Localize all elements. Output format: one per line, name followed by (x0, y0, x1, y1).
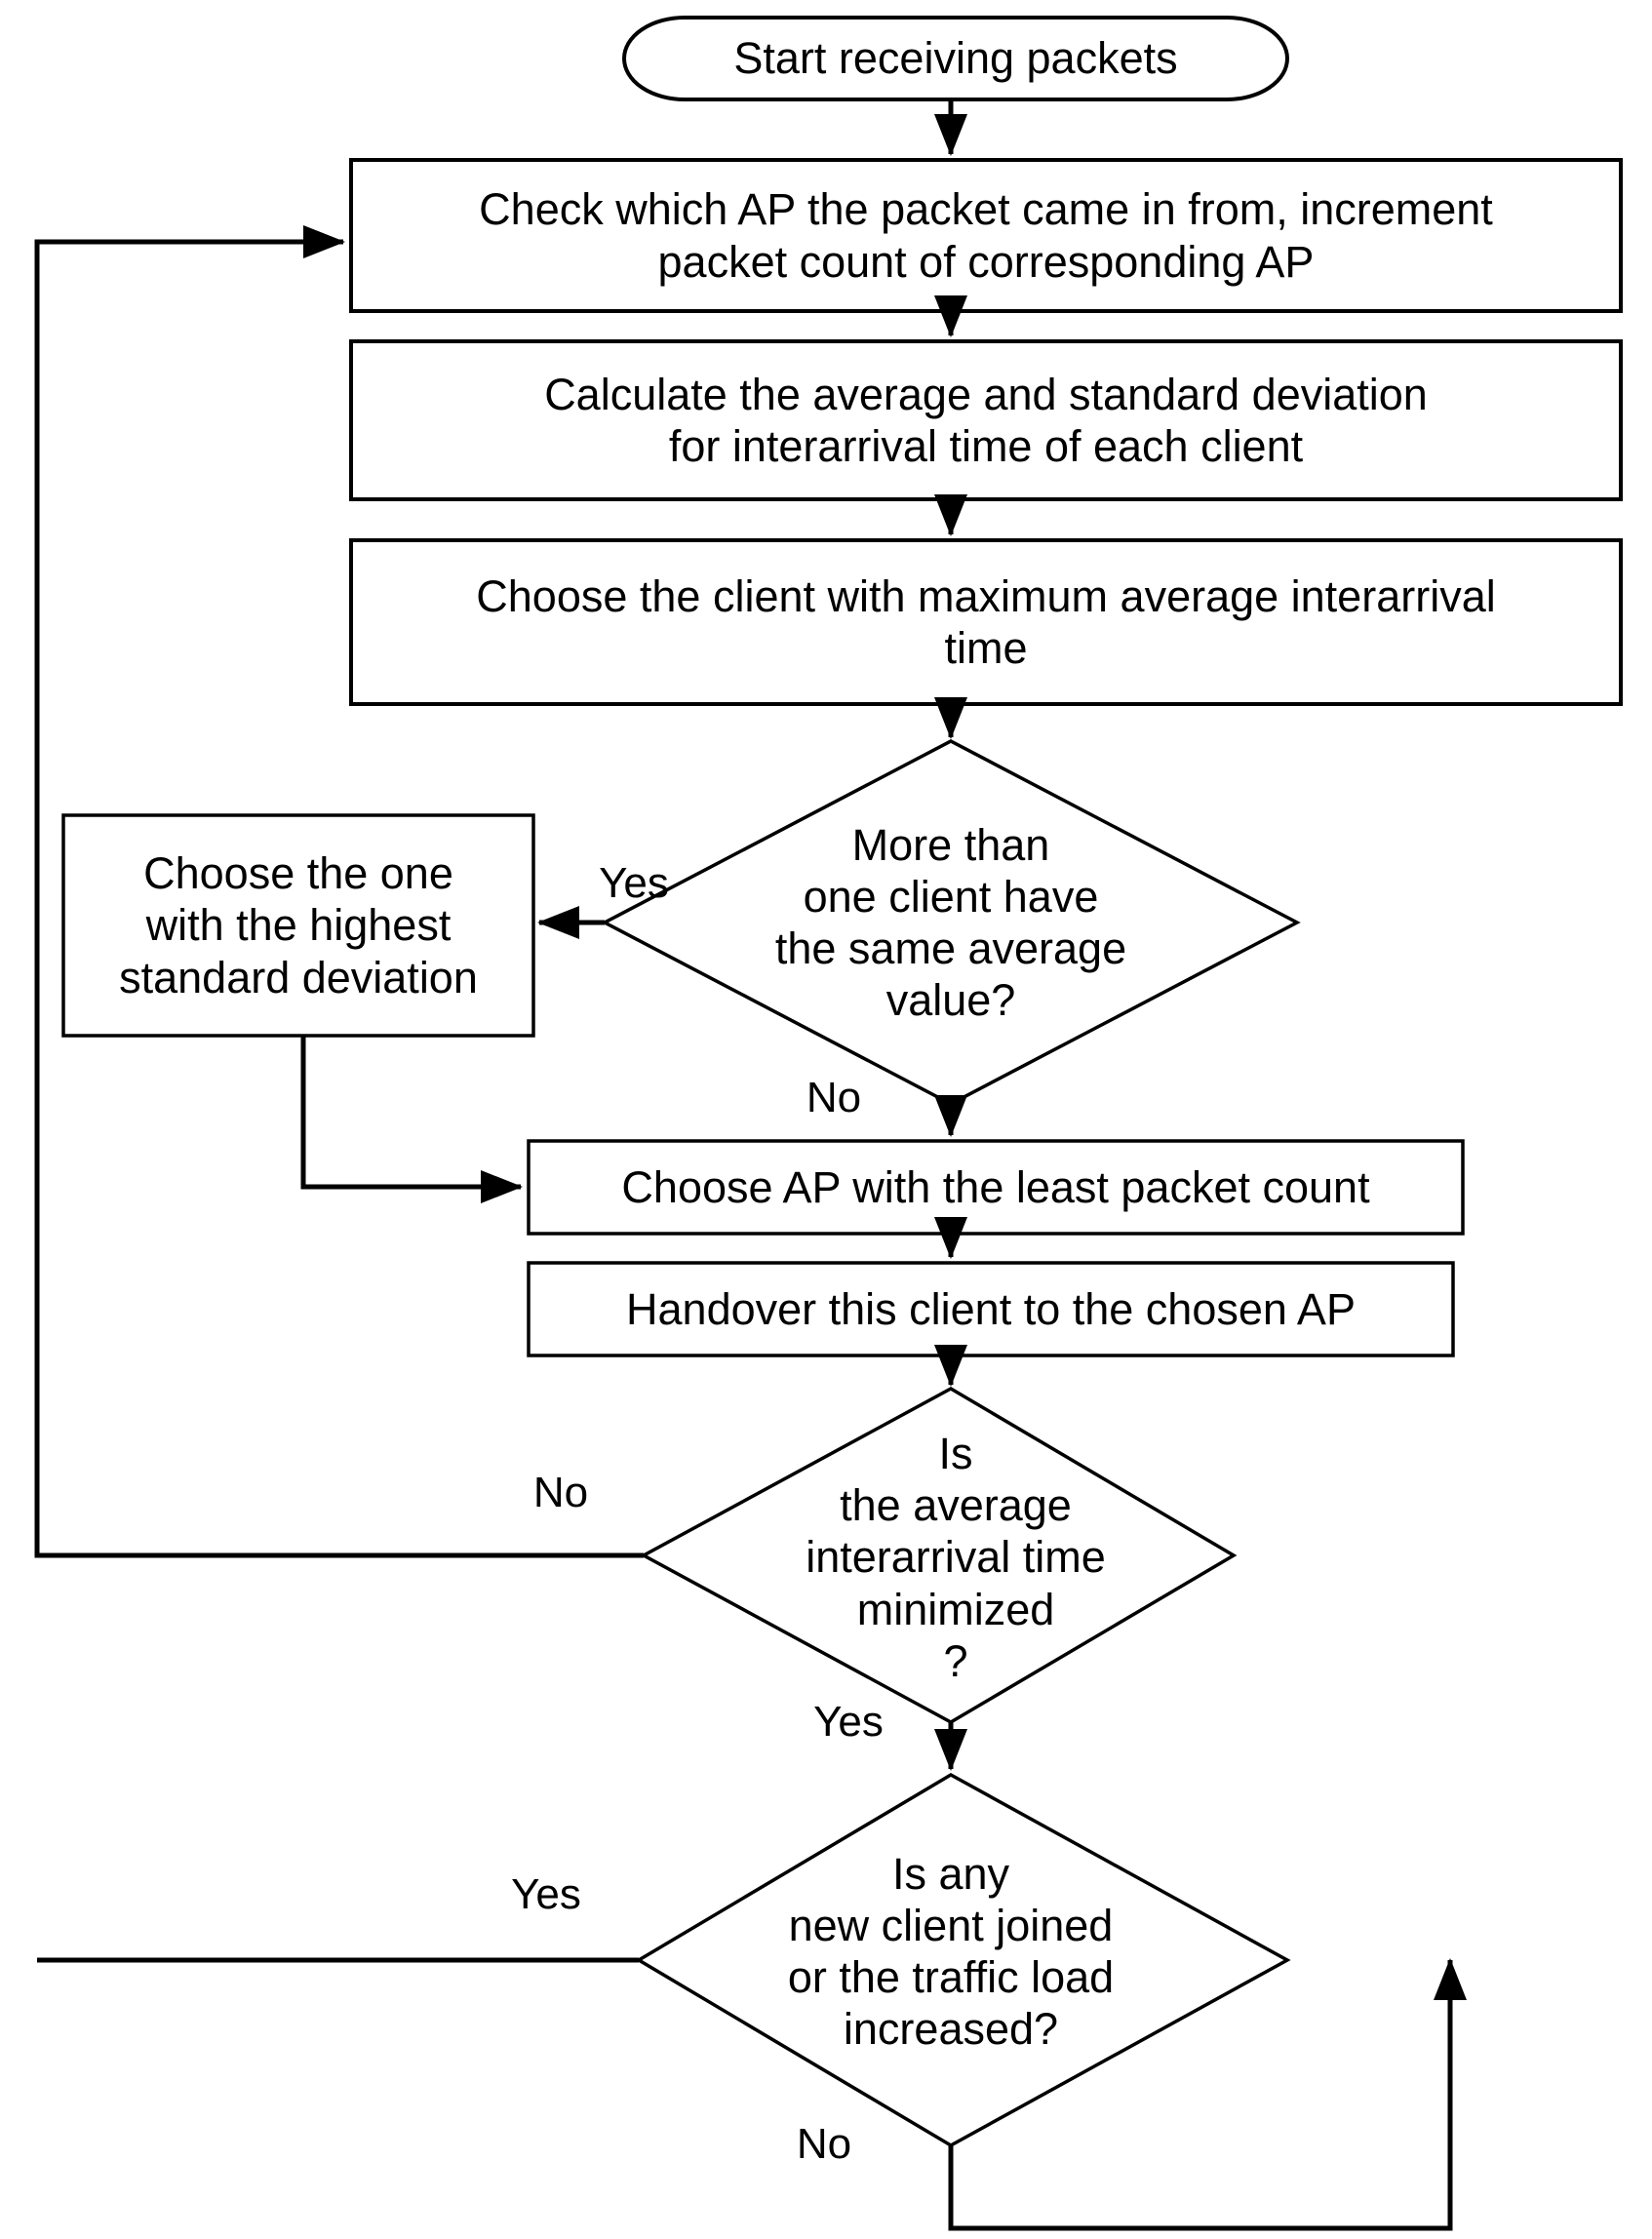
node-choose-ap-shape (527, 1139, 1465, 1236)
edge-label-new-client-no: No (796, 2120, 852, 2169)
node-calc-stats-label: Calculate the average and standard devia… (544, 369, 1428, 471)
node-handover-shape (527, 1261, 1455, 1357)
node-start-label: Start receiving packets (733, 33, 1178, 84)
node-highest-stddev-shape (61, 813, 535, 1038)
edge-highest-stddev-to-choose-ap (300, 1036, 524, 1203)
edge-label-minimized-yes: Yes (813, 1698, 884, 1747)
node-handover-label: Handover this client to the chosen AP (626, 1283, 1356, 1334)
edge-label-same-avg-yes: Yes (599, 859, 669, 908)
edge-label-minimized-no: No (532, 1469, 589, 1517)
node-calc-stats-shape (349, 339, 1623, 501)
node-start-shape (622, 16, 1289, 101)
edge-minimized-no-to-check-ap (34, 224, 644, 1558)
edge-label-new-client-yes: Yes (511, 1870, 581, 1919)
node-choose-ap-label: Choose AP with the least packet count (621, 1161, 1370, 1212)
node-check-ap-shape (349, 158, 1623, 313)
edge-new-client-no-loop (948, 1957, 1467, 2231)
node-minimized-label: Is the average interarrival time minimiz… (806, 1429, 1106, 1686)
node-highest-stddev-label: Choose the one with the highest standard… (119, 848, 478, 1002)
edge-label-same-avg-no: No (806, 1074, 862, 1122)
node-same-avg-label: More than one client have the same avera… (774, 819, 1127, 1026)
node-choose-client-shape (349, 538, 1623, 706)
node-choose-client-label: Choose the client with maximum average i… (476, 570, 1496, 673)
node-check-ap-label: Check which AP the packet came in from, … (479, 184, 1493, 287)
node-new-client-label: Is any new client joined or the traffic … (787, 1848, 1115, 2055)
